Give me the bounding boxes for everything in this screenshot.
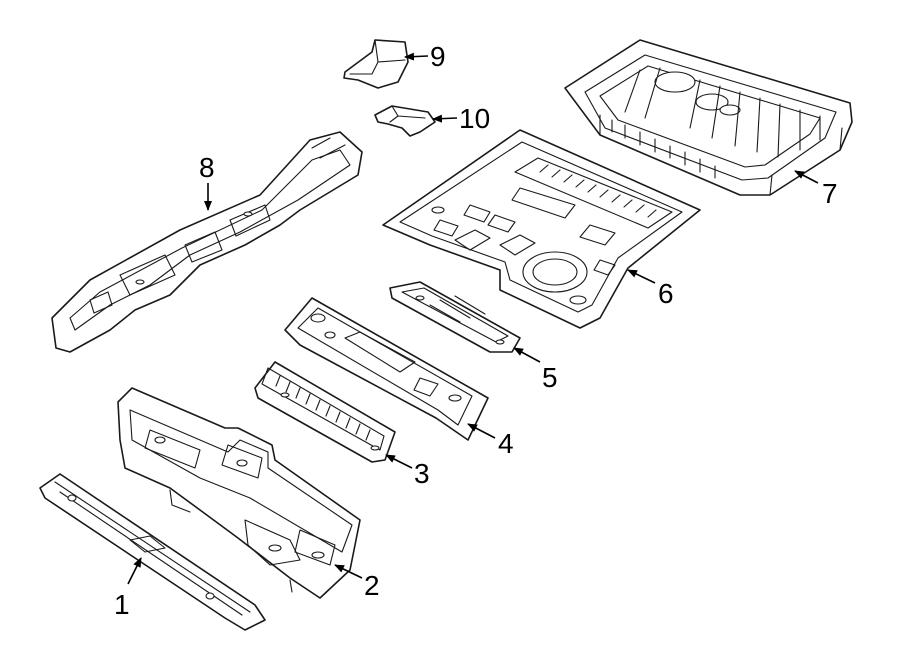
leader-10: [432, 114, 458, 123]
leader-1: [127, 557, 142, 585]
part-9-bracket: [343, 39, 409, 89]
part-2-seat-crossmember: [117, 387, 361, 599]
part-7-spare-tire-tub: [564, 39, 853, 196]
leader-6: [627, 269, 656, 284]
leader-7: [794, 170, 819, 184]
leader-4: [467, 423, 496, 439]
part-8-frame-rail: [51, 131, 363, 353]
callout-4: 4: [498, 428, 514, 459]
leader-3: [385, 454, 413, 469]
part-10-bracket: [374, 105, 436, 137]
leader-9: [404, 52, 429, 61]
callout-3: 3: [414, 458, 430, 489]
callout-2: 2: [364, 570, 380, 601]
callout-10: 10: [459, 103, 490, 134]
leader-5: [513, 347, 541, 363]
callout-9: 9: [430, 41, 446, 72]
part-4-floor-brace: [284, 297, 489, 441]
callout-8: 8: [199, 152, 215, 183]
part-5-crossmember: [389, 281, 521, 353]
callout-5: 5: [542, 362, 558, 393]
callout-7: 7: [822, 178, 838, 209]
part-1-rail: [39, 473, 266, 631]
callout-1: 1: [114, 589, 130, 620]
leader-2: [334, 564, 363, 579]
callout-6: 6: [658, 278, 674, 309]
part-6-rear-floor-pan: [382, 129, 701, 329]
part-3-channel-crossmember: [254, 361, 396, 463]
